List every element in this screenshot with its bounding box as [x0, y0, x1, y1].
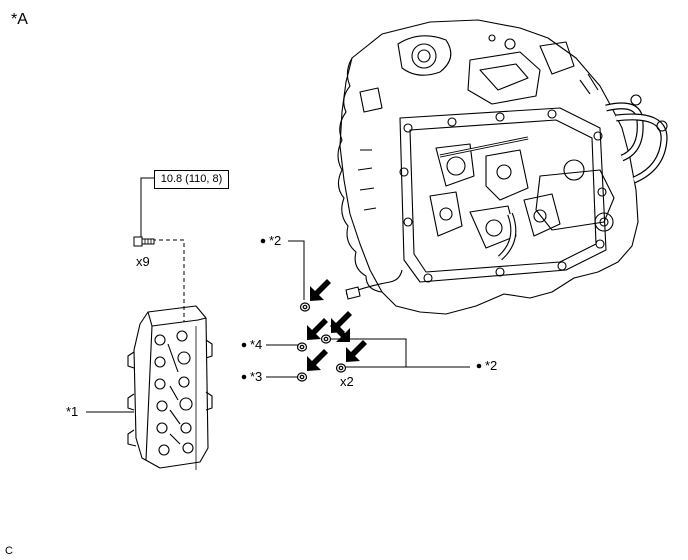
transaxle-assembly [337, 19, 668, 315]
callout-part3: *3 [250, 369, 263, 384]
callout-part4: *4 [250, 337, 263, 352]
callout-part2-top: *2 [269, 233, 282, 248]
valve-body-assembly [127, 305, 213, 470]
part2-quantity: x2 [340, 374, 354, 389]
callout-part2-right: *2 [485, 358, 498, 373]
o-ring-icon [296, 302, 347, 382]
torque-spec-box: 10.8 (110, 8) [154, 170, 229, 189]
figure-label: *A [11, 11, 28, 28]
leader-lines [86, 177, 470, 413]
page-marker: C [5, 545, 13, 557]
callout-part1: *1 [66, 404, 79, 419]
bolt-quantity: x9 [136, 254, 150, 269]
bolt-icon [133, 236, 155, 247]
insertion-arrows [307, 279, 367, 371]
bullet-dot-icon [241, 238, 482, 380]
